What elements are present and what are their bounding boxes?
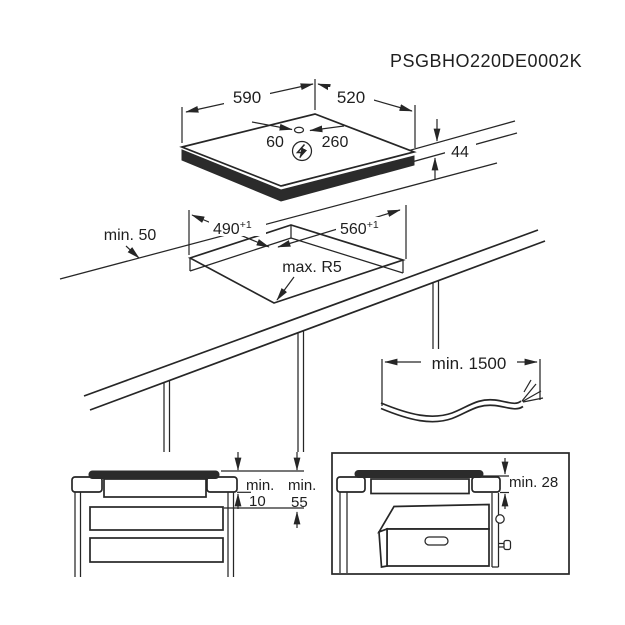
cutout-width-label: 560+1: [340, 219, 379, 238]
cutout-radius-arrow: [276, 276, 295, 301]
hob-glass-section: [88, 470, 220, 479]
cutout-view: 490+1 560+1 max. R5 min. 50: [104, 205, 407, 304]
gap-b-min-label: min.: [288, 477, 316, 494]
drawer-lower: [89, 537, 224, 563]
gap-b-value-label: 55: [291, 494, 308, 511]
cabinet-legs: [163, 281, 440, 452]
product-code: PSGBHO220DE0002K: [390, 51, 582, 71]
worktop-block-left2: [336, 476, 366, 493]
worktop-block-left: [71, 476, 103, 493]
hob-height-label: 44: [451, 144, 469, 161]
drawer-section-view: min. 10 min. 55: [71, 452, 316, 577]
gap-a-min-label: min.: [246, 477, 274, 494]
connection-offset-a-label: 60: [266, 134, 284, 151]
drawer-upper: [89, 506, 224, 531]
hob-depth-label: 520: [337, 88, 365, 107]
cutout-depth-label: 490+1: [213, 219, 252, 238]
oven-section-view: min. 28: [331, 452, 570, 575]
rear-clearance-arrow: [125, 245, 140, 259]
connection-offset-b-label: 260: [322, 134, 349, 151]
hob-isometric-view: 590 520 44 60 260: [179, 79, 518, 202]
worktop-block-right2: [471, 476, 501, 493]
worktop-block-right: [206, 476, 238, 493]
oven-handle: [424, 536, 449, 546]
cable-drawing: [380, 379, 544, 423]
gap-a-value-label: 10: [249, 493, 266, 510]
cable-view: min. 1500: [380, 352, 544, 423]
hob-body-section: [103, 478, 207, 498]
cable-length-label: min. 1500: [432, 354, 507, 373]
hob-body-section2: [370, 478, 470, 495]
lightning-bolt-icon: [291, 140, 313, 162]
cutout-radius-label: max. R5: [282, 259, 342, 276]
hob-width-label: 590: [233, 88, 261, 107]
rear-clearance-label: min. 50: [104, 227, 157, 244]
worktop-front-edge-bottom: [89, 240, 546, 411]
hob-glass-section2: [354, 470, 484, 478]
connection-point: [293, 126, 305, 134]
oven-clearance-label: min. 28: [509, 474, 558, 491]
cabinet-side-panel: [491, 493, 512, 568]
panel-knob-lower: [503, 539, 512, 551]
oven-drawing: [377, 503, 490, 569]
worktop-front-edge-top: [83, 229, 539, 397]
power-connection: 60 260: [251, 121, 349, 162]
panel-knob-upper: [495, 514, 505, 524]
hob-body-band: [181, 149, 415, 202]
